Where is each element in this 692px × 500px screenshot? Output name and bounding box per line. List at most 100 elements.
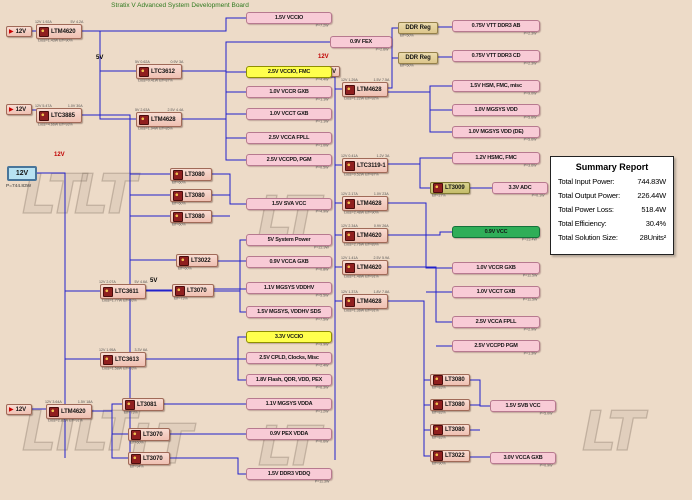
converter-ltm4620-4-label: LTM4620 [357,264,382,271]
summary-report: Summary Report Total Input Power: 744.83… [550,156,674,255]
converter-lt3022-1-loss-annotation: Eff=60% [178,267,192,271]
converter-ltc3885-output-annotation: 1.0V 30A [68,104,83,108]
net-label-5v: 5V [96,55,104,61]
input-arrow-icon: ▶ [9,406,14,413]
rail-0v9-vcca-gxb-label: 0.9V VCCA GXB [269,259,309,265]
rail-1v0-vcct-gxb-left-power-annotation: P=1.1W [316,120,329,124]
rail-1v5-sva-vcc[interactable]: 1.5V SVA VCC P=4.9W [246,198,332,214]
converter-chip-icon [345,198,355,209]
converter-ltm4628-4-input-annotation: 12V 1.37A [341,290,358,294]
converter-ltm4620-2-output-annotation: 1.5V 18A [78,400,93,404]
rail-1v5-sva-vcc-power-annotation: P=4.9W [316,210,329,214]
rail-1v0-vccr-gxb-left-power-annotation: P=1.1W [316,98,329,102]
rail-1v8-flash-qdr-vdd-pex-label: 1.8V Flash, QDR, VDD, PEX [255,377,323,383]
converter-chip-icon [433,425,443,435]
converter-chip-icon [103,354,113,365]
converter-ltc3611-label: LTC3611 [115,288,139,295]
rail-1v5-sva-vcc-label: 1.5V SVA VCC [271,201,307,207]
converter-ltc3611-loss-annotation: Loss=1.77W Eff=93% [102,299,137,303]
rail-1v2-hsmc-fmc-label: 1.2V HSMC, FMC [475,155,517,161]
converter-chip-icon [175,285,185,296]
rail-1v0-mgsys-vdd-de[interactable]: 1.0V MGSYS VDD (DE)P=5.6W [452,126,540,142]
input-12v-3[interactable]: ▶12V [6,404,32,415]
rail-1v5-svb-vcc-power-annotation: P=5.0W [540,412,553,416]
source-12v-main[interactable]: 12V [7,166,37,181]
summary-row: Total Power Loss: 518.4W [558,205,666,214]
converter-ltc3612-output-annotation: 0.9V 3A [170,60,183,64]
source-12v-main-label: 12V [15,170,29,177]
rail-2v5-vccpd-pgm-right-power-annotation: P=1.3W [524,352,537,356]
input-12v-2[interactable]: ▶12V [6,104,32,115]
rail-2v5-vccpd-pgm-right-label: 2.5V VCCPD PGM [474,343,518,349]
rail-2v5-vccio-fmc-label: 2.5V VCCIO, FMC [267,69,311,75]
wire [146,336,246,360]
converter-ltm4620-4-output-annotation: 2.5V 5.9A [373,256,389,260]
converter-ltm4628-1-input-annotation: 5V 2.63A [135,108,150,112]
converter-ltc3613-label: LTC3613 [115,356,139,363]
input-12v-1[interactable]: ▶12V [6,26,32,37]
converter-chip-icon [131,429,141,440]
converter-ddr-reg-1-loss-annotation: Eff=50% [400,34,414,38]
converter-ltm4620-2-loss-annotation: Loss=2.82W Eff=91% [48,419,83,423]
rail-2v5-vccpd-pgm-right[interactable]: 2.5V VCCPD PGM P=1.3W [452,340,540,356]
